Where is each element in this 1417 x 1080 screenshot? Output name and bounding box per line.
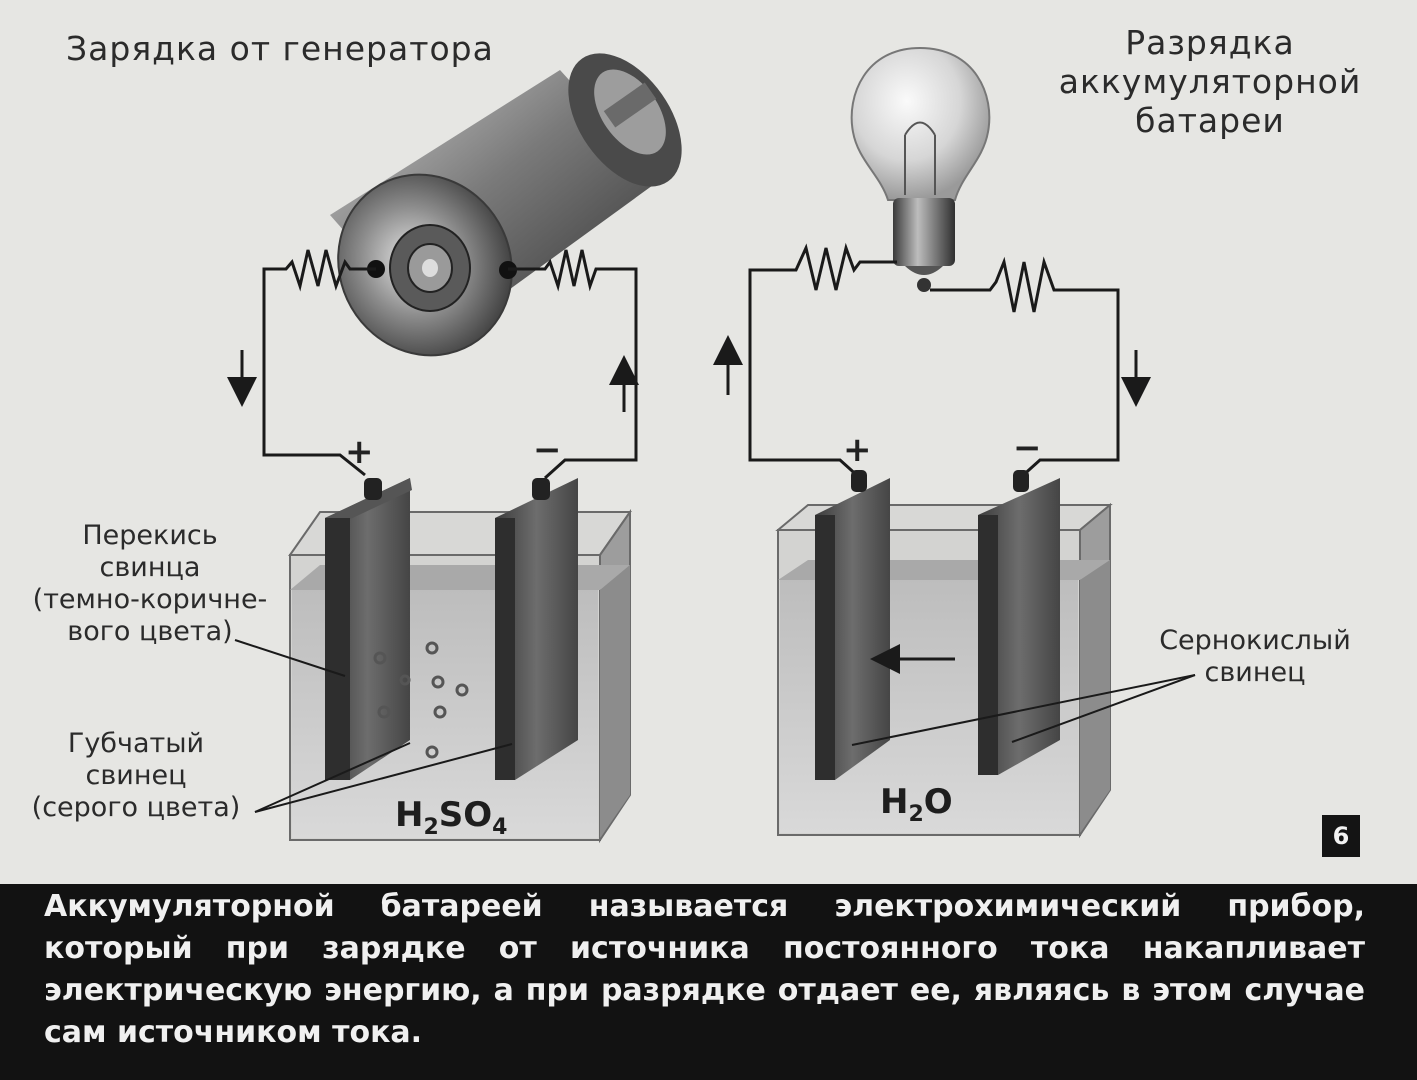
formula-sulfuric-acid: H2SO4 <box>395 795 507 840</box>
left-circuit-wires <box>262 249 638 480</box>
label-line: вого цвета) <box>67 615 233 647</box>
terminal-plus-right: + <box>843 430 872 470</box>
illustration <box>0 0 1417 884</box>
formula-subscript: 4 <box>492 815 508 840</box>
generator-icon <box>330 53 682 357</box>
label-line: Губчатый <box>67 728 205 759</box>
label-line: (темно-коричне- <box>32 583 268 615</box>
title-discharging-line: аккумуляторной <box>1058 61 1362 101</box>
terminal-plus-left: + <box>345 432 374 472</box>
label-lead-sulfate: Сернокислый свинец <box>1130 625 1380 689</box>
title-charging: Зарядка от генератора <box>66 29 494 68</box>
title-discharging-line: батареи <box>1135 100 1285 140</box>
formula-water: H2O <box>880 782 953 827</box>
label-line: свинца <box>99 551 201 583</box>
caption-text: Аккумуляторной батареей называется элект… <box>0 884 1417 1080</box>
battery-cell-icon <box>288 478 632 844</box>
label-sponge-lead: Губчатый свинец (серого цвета) <box>0 728 272 824</box>
label-line: свинец <box>85 759 187 791</box>
leader-lines <box>234 639 1196 813</box>
light-bulb-icon <box>850 46 991 292</box>
formula-subscript: 2 <box>423 815 439 840</box>
terminal-minus-left: − <box>533 430 562 470</box>
label-line: Сернокислый <box>1159 625 1351 656</box>
formula-part: H <box>395 795 424 835</box>
battery-cell-icon <box>775 470 1113 839</box>
formula-part: O <box>923 782 953 822</box>
terminal-minus-right: − <box>1013 428 1042 468</box>
label-line: свинец <box>1204 656 1306 688</box>
title-discharging-line: Разрядка <box>1125 23 1295 62</box>
label-line: Перекись <box>82 520 218 551</box>
formula-part: SO <box>438 795 493 835</box>
right-circuit-wires <box>748 242 1120 480</box>
label-line: (серого цвета) <box>31 791 241 823</box>
page-number: 6 <box>1322 815 1360 857</box>
title-discharging: Разрядка аккумуляторной батареи <box>1010 23 1410 141</box>
formula-subscript: 2 <box>908 802 924 827</box>
formula-part: H <box>880 782 909 822</box>
label-lead-peroxide: Перекись свинца (темно-коричне- вого цве… <box>0 520 300 647</box>
